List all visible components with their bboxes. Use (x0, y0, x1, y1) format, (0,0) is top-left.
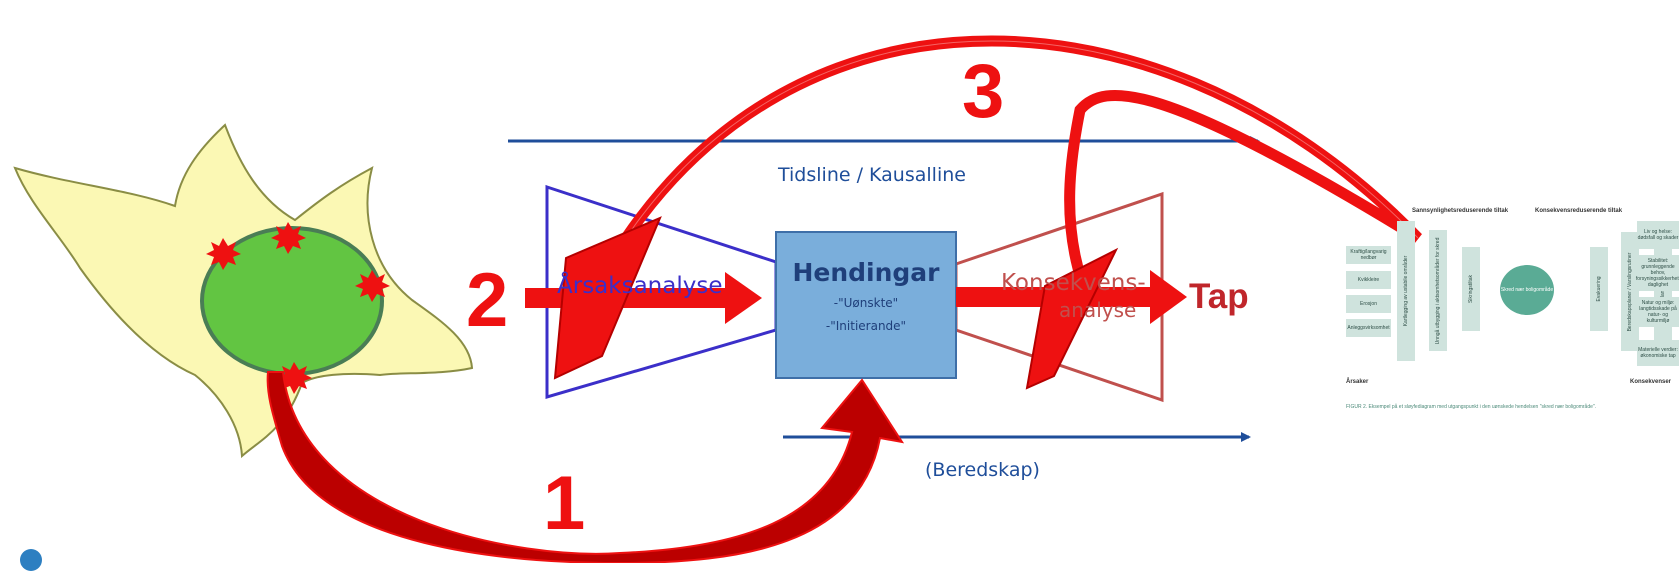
bowtie-footer-right: Konsekvenser (1630, 379, 1672, 385)
burst-2 (271, 222, 306, 254)
bowtie-cause: Erosjon (1346, 295, 1391, 313)
bowtie-consequence: Liv og helse: dødsfall og skader (1637, 221, 1679, 249)
consequence-analysis-label-line2: analyse (1059, 298, 1137, 322)
consequence-analysis-label-line1: Konsekvens- (1001, 270, 1146, 296)
bowtie-header-right: Konsekvensreduserende tiltak (1535, 208, 1623, 214)
bowtie-consequence: Materielle verdier: økonomiske tap (1637, 340, 1679, 366)
info-dot-icon (20, 549, 42, 571)
event-box: Hendingar -"Uønskte" -"Initierande" (776, 232, 956, 378)
bowtie-right-bar: Evakuering (1590, 247, 1608, 331)
bowtie-cause: Anleggsvirksomhet (1346, 319, 1391, 337)
arrow-1-curve (266, 371, 905, 563)
timeline-label: Tidsline / Kausalline (778, 164, 966, 186)
step-number-2: 2 (466, 258, 509, 343)
bowtie-caption: FIGUR 2. Eksempel på et sløyfediagram me… (1346, 404, 1597, 410)
event-line-initiating: -"Initierande" (825, 319, 907, 333)
barrier-left (553, 216, 662, 380)
bowtie-left-bar: Kartlegging av ustabile områder (1397, 221, 1415, 361)
bowtie-cause: Kraftig/langvarig nedbør (1346, 246, 1391, 264)
cause-analysis-label: Årsaksanalyse (557, 273, 723, 299)
event-title: Hendingar (792, 258, 940, 287)
bowtie-header-left: Sannsynlighetsreduserende tiltak (1412, 208, 1509, 214)
arc-arrow-3-outline (569, 40, 1419, 343)
arrow-2-head (725, 272, 762, 324)
arrow-to-loss-head (1150, 270, 1187, 324)
bowtie-footer-left: Årsaker (1346, 379, 1369, 385)
bowtie-left-bar: Sikringstiltak (1462, 247, 1480, 331)
event-line-unwanted: -"Uønskte" (833, 296, 899, 310)
bowtie-consequence: Natur og miljø: langtidsskade på natur- … (1637, 297, 1679, 327)
bowtie-consequence: Stabilitet: grunnleggende behov, forsyni… (1636, 255, 1679, 291)
bowtie-right-bar: Beredskapsplaner / Varslingsrutiner (1621, 232, 1639, 351)
event-box-shape (775, 231, 957, 379)
preparedness-label: (Beredskap) (925, 459, 1040, 481)
burst-1 (206, 238, 241, 270)
step-number-1: 1 (543, 461, 586, 546)
hazard-bursts (206, 222, 390, 394)
arc-arrow-3 (564, 35, 1422, 348)
barrier-right (1025, 247, 1119, 390)
step-number-3: 3 (962, 49, 1005, 134)
burst-3 (355, 270, 390, 302)
bowtie-left-bar: Unngå utbygging i aktsomhetsområder for … (1429, 230, 1447, 351)
bowtie-event-circle: Skred nær boligområde (1500, 265, 1554, 315)
loss-label: Tap (1189, 277, 1249, 316)
bowtie-cause: Kvikkleire (1346, 271, 1391, 289)
